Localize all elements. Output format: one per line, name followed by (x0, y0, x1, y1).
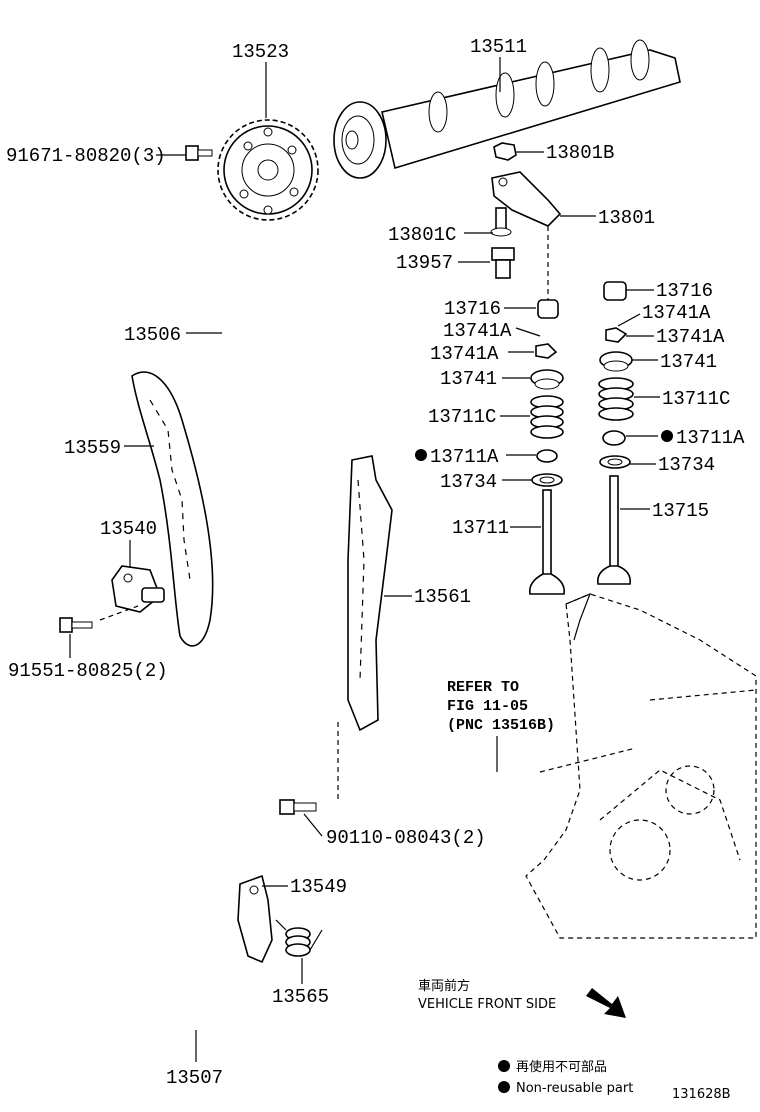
pipe-reference[interactable] (498, 747, 637, 870)
label-13734-left: 13734 (440, 471, 497, 493)
label-13715: 13715 (652, 500, 709, 522)
label-91671-80820: 91671-80820(3) (6, 145, 166, 167)
legend-text-en: Non-reusable part (516, 1081, 633, 1096)
direction-label-en: VEHICLE FRONT SIDE (418, 997, 556, 1012)
label-13741a-left-1: 13741A (443, 320, 512, 342)
legend-text-jp: 再使用不可部品 (516, 1059, 607, 1075)
chain-tensioner[interactable] (111, 565, 165, 613)
label-13801c: 13801C (388, 224, 456, 246)
direction-label-jp: 車両前方 (418, 978, 470, 994)
label-13549: 13549 (290, 876, 347, 898)
label-91551-80825: 91551-80825(2) (8, 660, 168, 682)
lash-adjuster[interactable] (491, 247, 515, 279)
valve-lifter-right[interactable] (603, 281, 627, 301)
nut-13801b[interactable] (493, 142, 517, 161)
cylinder-block-outline (525, 592, 757, 939)
spring-retainer-left[interactable] (530, 369, 564, 390)
valve-spring-left[interactable] (530, 395, 564, 439)
rocker-arm[interactable] (491, 171, 562, 227)
refer-line-2: FIG 11-05 (447, 698, 528, 715)
label-13741a-right-2: 13741A (656, 326, 725, 348)
refer-line-3: (PNC 13516B) (447, 717, 555, 734)
label-13711c-left: 13711C (428, 406, 496, 428)
label-13716-left: 13716 (444, 298, 501, 320)
label-13741-left: 13741 (440, 368, 497, 390)
label-13711c-right: 13711C (662, 388, 730, 410)
label-13957: 13957 (396, 252, 453, 274)
refer-line-1: REFER TO (447, 679, 519, 696)
label-13523: 13523 (232, 41, 289, 63)
label-13506: 13506 (124, 324, 181, 346)
label-13565: 13565 (272, 986, 329, 1008)
damper-spring[interactable] (275, 919, 323, 957)
valve-keeper-left[interactable] (535, 343, 558, 359)
label-13711a-left: 13711A (430, 446, 499, 468)
label-13711a-right: 13711A (676, 427, 745, 449)
non-reusable-mark-right (661, 430, 673, 442)
camshaft[interactable] (333, 39, 681, 179)
valve-keeper-right[interactable] (605, 327, 628, 343)
label-13741-right: 13741 (660, 351, 717, 373)
figure-id: 131628B (672, 1087, 731, 1102)
exhaust-valve[interactable] (596, 475, 632, 585)
legend-dot-en (498, 1081, 510, 1093)
label-90110-08043: 90110-08043(2) (326, 827, 486, 849)
guide-bolt[interactable] (279, 799, 317, 815)
intake-valve[interactable] (528, 489, 566, 595)
label-13716-right: 13716 (656, 280, 713, 302)
timing-chain[interactable] (216, 308, 328, 781)
adjust-screw[interactable] (490, 207, 512, 237)
sprocket-bolt[interactable] (185, 145, 213, 161)
chain-slipper[interactable] (131, 371, 214, 647)
chain-damper[interactable] (237, 874, 273, 964)
label-13741a-right-1: 13741A (642, 302, 711, 324)
label-13801b: 13801B (546, 142, 614, 164)
camshaft-sprocket[interactable] (217, 119, 319, 221)
spring-seat-right[interactable] (599, 455, 631, 469)
valve-stem-seal-left[interactable] (536, 449, 558, 463)
spring-retainer-right[interactable] (599, 351, 633, 372)
valve-lifter-left[interactable] (537, 299, 559, 319)
chain-guide[interactable] (347, 455, 393, 732)
front-direction-arrow-icon (586, 988, 626, 1018)
label-13734-right: 13734 (658, 454, 715, 476)
label-13711: 13711 (452, 517, 509, 539)
valve-spring-right[interactable] (598, 377, 634, 421)
label-13741a-left-2: 13741A (430, 343, 499, 365)
oil-pump-chain[interactable] (144, 784, 224, 1031)
label-13511: 13511 (470, 36, 527, 58)
label-13561: 13561 (414, 586, 471, 608)
label-13801: 13801 (598, 207, 655, 229)
spring-seat-left[interactable] (531, 473, 563, 487)
valve-stem-seal-right[interactable] (602, 430, 626, 446)
label-13540: 13540 (100, 518, 157, 540)
non-reusable-mark-left (415, 449, 427, 461)
tensioner-bolt[interactable] (59, 617, 93, 633)
label-13559: 13559 (64, 437, 121, 459)
legend-dot-jp (498, 1060, 510, 1072)
label-13507: 13507 (166, 1067, 223, 1089)
